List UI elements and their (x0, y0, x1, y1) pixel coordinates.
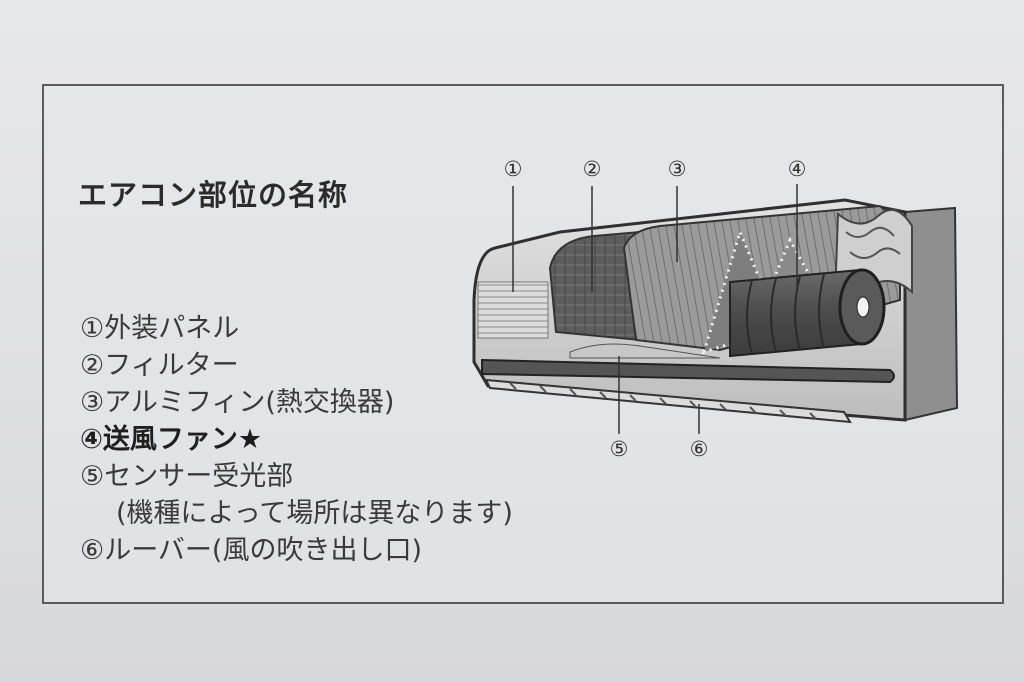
legend-item-sensor: ⑤センサー受光部 (80, 461, 294, 492)
legend-item-blower-fan: ④送風ファン★ (80, 424, 263, 455)
callout-2: ② (583, 157, 602, 181)
sensor-window (569, 343, 721, 359)
legend-item-filter: ②フィルター (80, 350, 239, 381)
outer-panel-vents (477, 281, 549, 339)
louver (484, 378, 852, 424)
callout-3: ③ (668, 157, 687, 181)
front-lower-strip (481, 358, 895, 384)
page-title: エアコン部位の名称 (78, 178, 349, 212)
louver-slats (509, 382, 817, 420)
legend-item-aluminum-fin: ③アルミフィン(熱交換器) (80, 387, 395, 418)
blower-fan-hub (856, 296, 870, 318)
legend-item-louver: ⑥ルーバー(風の吹き出し口) (80, 535, 423, 566)
callout-1: ① (504, 157, 523, 181)
legend-item-outer-panel: ①外装パネル (80, 313, 240, 344)
blower-fan-blades (746, 273, 825, 355)
callout-5: ⑤ (610, 437, 629, 461)
callout-4: ④ (788, 157, 807, 181)
legend-item-sensor-note: (機種によって場所は異なります) (116, 498, 513, 529)
callout-6: ⑥ (690, 437, 709, 461)
parts-legend: ①外装パネル ②フィルター ③アルミフィン(熱交換器) ④送風ファン★ ⑤センサ… (80, 310, 513, 569)
